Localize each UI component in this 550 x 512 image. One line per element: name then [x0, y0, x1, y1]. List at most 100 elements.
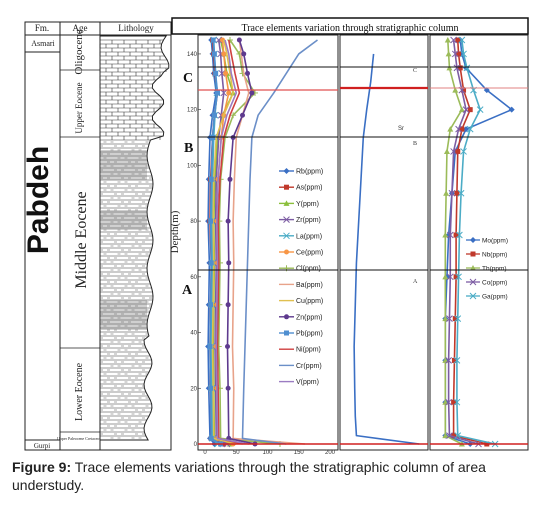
panel-minor-frame — [429, 34, 529, 451]
series-line — [231, 39, 306, 445]
data-point-marker — [225, 218, 231, 224]
data-point-marker — [457, 189, 465, 197]
series-line — [215, 39, 249, 445]
series-cuppm — [211, 39, 237, 445]
data-point-marker — [283, 216, 290, 223]
data-point-marker — [454, 315, 462, 322]
data-point-marker — [225, 385, 231, 391]
header-fm: Fm. — [35, 23, 49, 33]
data-point-marker — [469, 278, 477, 286]
data-point-marker — [451, 433, 457, 439]
data-point-marker — [444, 37, 451, 43]
data-point-marker — [458, 106, 465, 113]
data-point-marker — [456, 231, 463, 239]
data-point-marker — [446, 432, 453, 439]
series-line — [353, 53, 420, 445]
data-point-marker — [284, 314, 289, 320]
series-nippm — [216, 39, 243, 445]
data-point-marker — [215, 90, 220, 96]
data-point-marker — [442, 315, 449, 322]
header-age: Age — [73, 23, 88, 33]
data-point-marker — [454, 190, 460, 196]
data-point-marker — [453, 357, 461, 364]
data-point-marker — [453, 232, 459, 238]
age-middle-eocene: Middle Eocene — [73, 191, 90, 288]
x-tick-label: 200 — [325, 450, 336, 456]
data-point-marker — [221, 51, 227, 57]
data-point-marker — [443, 190, 450, 196]
data-point-marker — [458, 36, 466, 44]
y-tick-label: 140 — [187, 52, 198, 58]
data-point-marker — [442, 232, 449, 238]
data-point-marker — [284, 330, 289, 336]
data-point-marker — [218, 70, 226, 77]
x-tick-label: 100 — [262, 450, 273, 456]
data-point-marker — [467, 107, 473, 113]
data-point-marker — [223, 70, 229, 76]
formation-gurpi: Gurpi — [34, 442, 50, 450]
marker-c: C — [183, 71, 193, 86]
y-tick-label: 0 — [194, 442, 198, 448]
data-point-marker — [215, 36, 223, 44]
x-tick-label: 50 — [233, 450, 240, 456]
age-oligocene: Oligocene — [73, 29, 85, 74]
data-point-marker — [462, 106, 470, 114]
data-point-marker — [455, 125, 462, 133]
marker-a: A — [182, 283, 193, 298]
data-point-marker — [208, 435, 214, 441]
series-line — [211, 39, 237, 445]
sr-annotation: Sr — [398, 126, 404, 132]
series-thppm — [442, 37, 465, 447]
y-tick-label: 60 — [190, 275, 197, 281]
data-point-marker — [442, 273, 449, 280]
legend-label: Cu(ppm) — [296, 298, 323, 305]
series-coppm — [445, 36, 482, 448]
data-point-marker — [284, 184, 289, 190]
legend-label: Cl(ppm) — [296, 266, 321, 273]
formation-pabdeh: Pabdeh — [22, 146, 55, 254]
caption-label: Figure 9: — [12, 459, 72, 475]
data-point-marker — [483, 87, 490, 94]
data-point-marker — [220, 89, 228, 97]
y-tick-label: 80 — [190, 219, 197, 225]
data-point-marker — [230, 135, 236, 141]
data-point-marker — [461, 87, 467, 93]
data-point-marker — [208, 302, 214, 308]
data-point-marker — [443, 148, 450, 154]
data-point-marker — [446, 64, 453, 71]
data-point-marker — [208, 385, 214, 391]
data-point-marker — [460, 148, 467, 155]
data-point-marker — [283, 168, 290, 174]
data-point-marker — [452, 87, 459, 93]
legend-label: Cr(ppm) — [296, 363, 322, 370]
legend-label: Ni(ppm) — [296, 347, 321, 354]
series-vppm — [215, 39, 249, 445]
series-pbppm — [207, 37, 224, 447]
lithology-dark-band — [101, 150, 147, 180]
data-point-marker — [284, 249, 289, 255]
data-point-marker — [455, 148, 461, 154]
data-point-marker — [445, 50, 452, 57]
header-lithology: Lithology — [118, 23, 154, 33]
data-point-marker — [225, 302, 231, 308]
legend-label: La(ppm) — [296, 233, 322, 240]
data-point-marker — [460, 50, 467, 58]
data-point-marker — [469, 292, 477, 300]
data-point-marker — [451, 50, 459, 58]
x-tick-label: 0 — [203, 450, 207, 456]
age-lower-eocene: Lower Eocene — [74, 362, 85, 421]
formation-asmari: Asmari — [31, 39, 55, 48]
figure-caption: Figure 9: Trace elements variations thro… — [12, 458, 542, 494]
panel-main-frame — [197, 34, 339, 451]
legend-label: Ba(ppm) — [296, 282, 323, 289]
series-line — [226, 39, 256, 445]
data-point-marker — [466, 125, 474, 133]
data-point-marker — [208, 176, 214, 182]
chart-title: Trace elements variation through stratig… — [241, 23, 458, 34]
series-crppm — [241, 39, 318, 445]
legend-label: Co(ppm) — [482, 280, 507, 287]
series-line — [209, 39, 222, 445]
data-point-marker — [453, 274, 459, 280]
data-point-marker — [508, 106, 515, 113]
